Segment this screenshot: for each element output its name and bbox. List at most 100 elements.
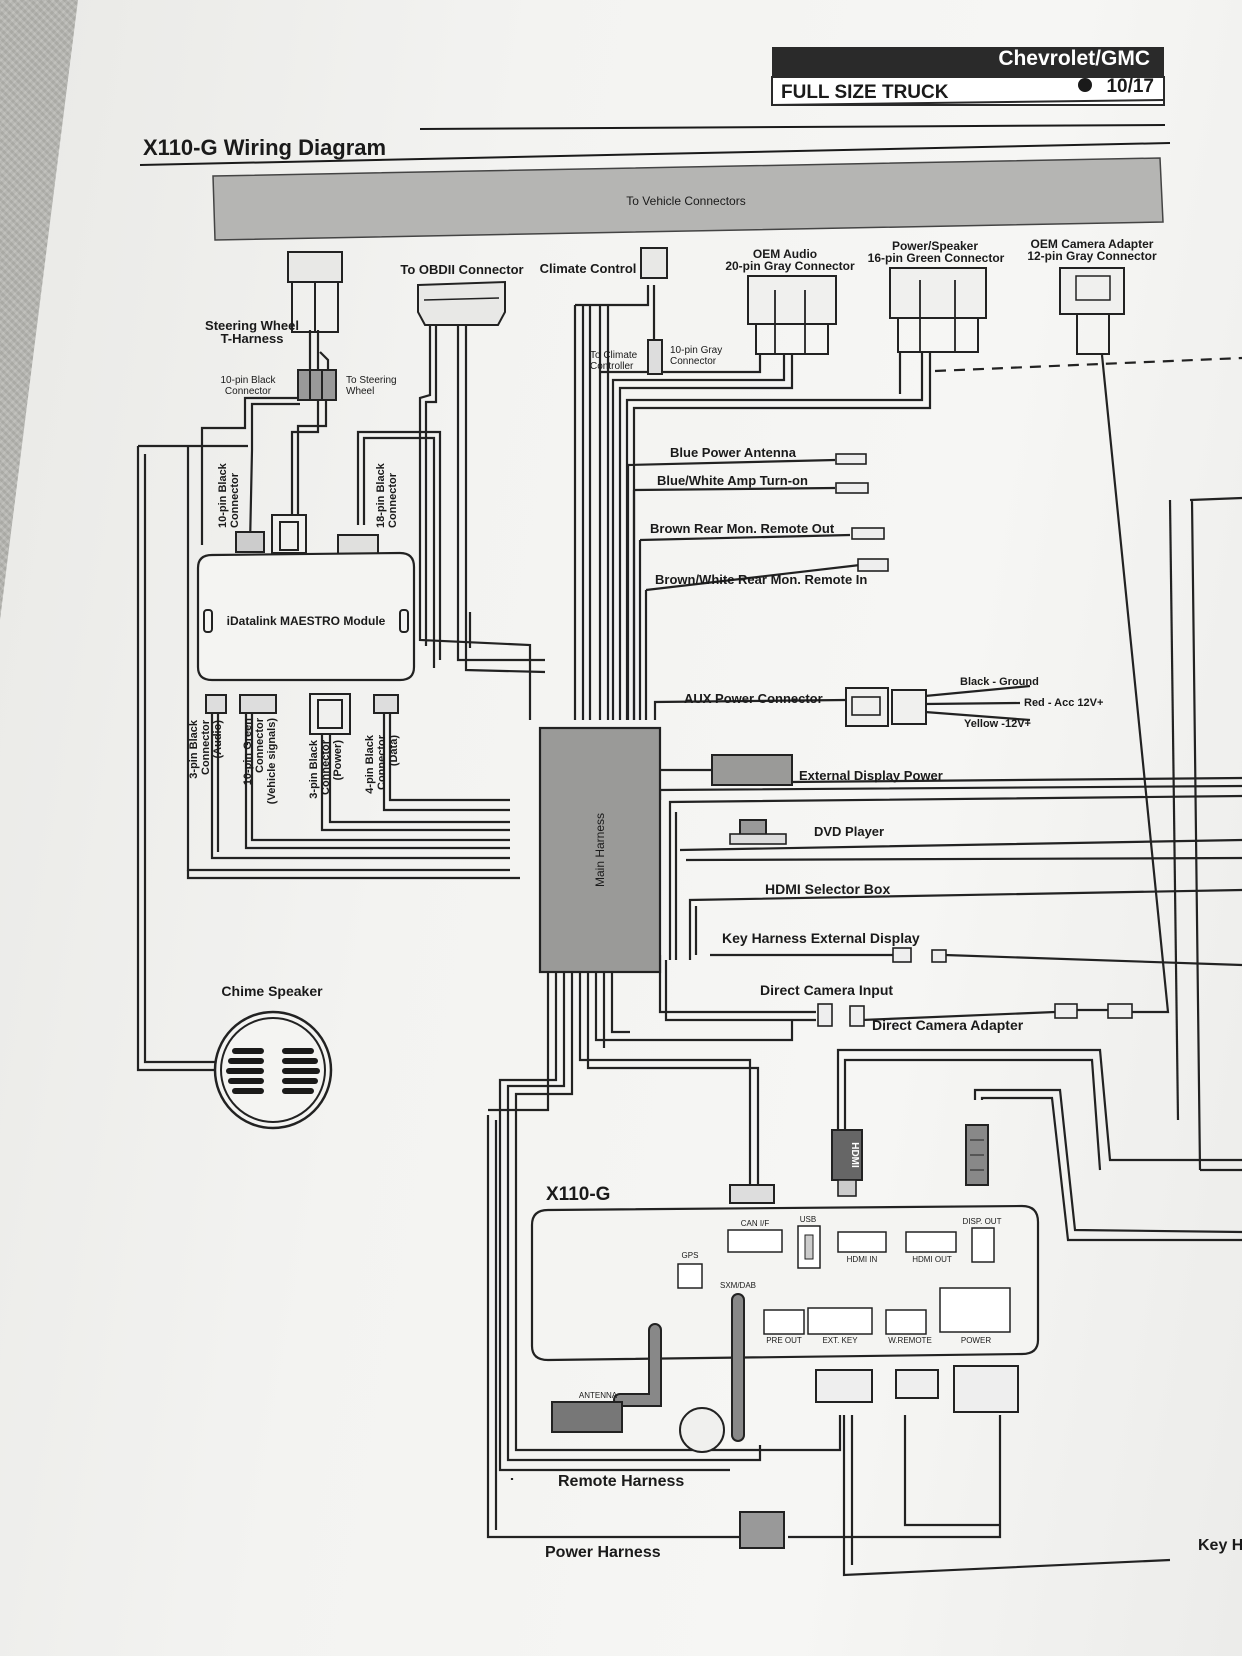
rca-plug-right	[1107, 1003, 1133, 1019]
hdmi-out-port	[905, 1231, 957, 1253]
pre-out-label: PRE OUT	[766, 1336, 802, 1345]
sw-10pin-connector	[297, 369, 337, 401]
power-port	[939, 1287, 1011, 1333]
to-climate-label-2: Controller	[590, 361, 634, 372]
sw-10pin-label-1: 10-pin Black	[220, 375, 276, 386]
oem-audio-label-2: 20-pin Gray Connector	[725, 259, 855, 273]
c2-label-2: Connector	[254, 717, 266, 773]
aux-power-label: AUX Power Connector	[684, 691, 823, 706]
black-ground-label: Black - Ground	[960, 676, 1039, 688]
oem-camera-adapter: OEM Camera Adapter 12-pin Gray Connector	[1027, 237, 1157, 355]
module-4pin-data-connector	[373, 694, 399, 714]
to-steering-label-2: Wheel	[346, 386, 374, 397]
chime-speaker-label: Chime Speaker	[221, 983, 323, 999]
w-remote-label: W.REMOTE	[888, 1336, 932, 1345]
blue-power-antenna-label: Blue Power Antenna	[670, 445, 797, 460]
c4-label-3: (Data)	[388, 735, 400, 767]
remote-harness-label: Remote Harness	[558, 1473, 684, 1490]
ext-key-label: EXT. KEY	[822, 1336, 858, 1345]
climate-control-label: Climate Control	[540, 261, 637, 276]
banner-label: To Vehicle Connectors	[626, 194, 745, 208]
vehicle-text: FULL SIZE TRUCK	[781, 82, 949, 103]
c2-label-3: (Vehicle signals)	[266, 718, 278, 805]
c4-label-1: 4-pin Black	[364, 734, 376, 794]
sw-10pin-label-2: Connector	[225, 386, 272, 397]
x110g-unit: X110-G CAN I/F USB HDMI IN HDMI OUT DISP…	[530, 1184, 1040, 1549]
module-18pin-connector	[337, 534, 379, 556]
gps-port	[677, 1263, 703, 1289]
brand-text: Chevrolet/GMC	[998, 47, 1150, 70]
steering-wheel-label: Steering Wheel	[205, 318, 299, 333]
red-acc-label: Red - Acc 12V+	[1024, 697, 1103, 709]
aux-connector-male	[891, 689, 927, 725]
external-display-power-block	[711, 754, 793, 786]
brown-white-rear-mon-label: Brown/White Rear Mon. Remote In	[655, 572, 867, 587]
key-harness-label: Key Harness External Display	[722, 930, 920, 946]
power-speaker-label-1: Power/Speaker	[892, 239, 978, 253]
c2-label-1: 10-pin Green	[242, 718, 254, 786]
sxm-dab-plug	[679, 1407, 725, 1453]
c3-label-3: (Power)	[332, 740, 344, 781]
gps-label: GPS	[682, 1251, 699, 1260]
c3-label-2: Connector	[320, 739, 332, 795]
t-harness-label: T-Harness	[221, 331, 284, 346]
power-speaker-connector: Power/Speaker 16-pin Green Connector	[868, 239, 1005, 353]
c3-label-1: 3-pin Black	[308, 739, 320, 799]
blue-white-amp-label: Blue/White Amp Turn-on	[657, 473, 808, 488]
c4-label-2: Connector	[376, 734, 388, 790]
module-10pin-label-2: Connector	[229, 472, 241, 528]
steering-wheel-t-harness: Steering Wheel T-Harness 10-pin Black Co…	[205, 251, 397, 401]
bullet-dot	[1078, 78, 1092, 92]
brown-rear-mon-label: Brown Rear Mon. Remote Out	[650, 521, 835, 536]
climate-10pin-label-1: 10-pin Gray	[670, 345, 722, 356]
oem-camera-label-2: 12-pin Gray Connector	[1027, 249, 1157, 263]
hdmi-plug: HDMI	[831, 1129, 863, 1197]
antenna-plug	[551, 1401, 623, 1433]
sxm-dab-label: SXM/DAB	[720, 1281, 756, 1290]
to-steering-label-1: To Steering	[346, 375, 397, 386]
usb-label: USB	[800, 1215, 816, 1224]
can-harness-plug	[729, 1184, 775, 1204]
dvd-player-label: DVD Player	[814, 824, 884, 839]
obdii-connector: To OBDII Connector	[400, 262, 524, 326]
maestro-module: 10-pin Black Connector 18-pin Black Conn…	[188, 462, 416, 805]
remote-harness-plug	[815, 1369, 873, 1403]
module-18pin-label-1: 18-pin Black	[375, 462, 387, 528]
brand-bar	[772, 47, 1164, 77]
pre-out-port	[763, 1309, 805, 1335]
output-wires: Blue Power Antenna Blue/White Amp Turn-o…	[650, 445, 1133, 1033]
ext-key-port	[807, 1307, 873, 1335]
antenna-label: ANTENNA	[579, 1391, 618, 1400]
direct-camera-adapter-label: Direct Camera Adapter	[872, 1017, 1024, 1033]
c1-label-3: (Audio)	[212, 720, 224, 759]
module-body	[196, 551, 416, 682]
module-10pin-green-connector	[239, 694, 277, 714]
power-speaker-label-2: 16-pin Green Connector	[868, 251, 1005, 265]
vehicle-connectors-banner	[212, 157, 1164, 241]
power-harness-plug	[953, 1365, 1019, 1413]
module-10pin-connector	[235, 531, 265, 553]
climate-10pin-label-2: Connector	[670, 356, 717, 367]
oem-audio-connector: OEM Audio 20-pin Gray Connector	[725, 247, 855, 355]
climate-control: Climate Control To Climate Controller 10…	[540, 247, 722, 375]
hdmi-out-label: HDMI OUT	[912, 1255, 952, 1264]
w-remote-port	[885, 1309, 927, 1335]
hdmi-in-port	[837, 1231, 887, 1253]
unit-name: X110-G	[546, 1184, 610, 1205]
can-if-port	[727, 1229, 783, 1253]
header-box: Chevrolet/GMC FULL SIZE TRUCK 10/17	[771, 47, 1165, 106]
direct-camera-input-label: Direct Camera Input	[760, 982, 893, 998]
date-text: 10/17	[1106, 76, 1154, 97]
module-name: iDatalink MAESTRO Module	[227, 614, 386, 628]
display-plug	[965, 1124, 989, 1186]
obdii-label: To OBDII Connector	[400, 262, 523, 277]
c1-label-2: Connector	[200, 719, 212, 775]
module-3pin-audio-connector	[205, 694, 227, 714]
module-18pin-label-2: Connector	[387, 472, 399, 528]
power-harness-label: Power Harness	[545, 1544, 661, 1561]
rca-plug-left	[1054, 1003, 1078, 1019]
disp-out-port	[971, 1227, 995, 1263]
to-climate-label-1: To Climate	[590, 350, 638, 361]
hdmi-in-label: HDMI IN	[847, 1255, 878, 1264]
